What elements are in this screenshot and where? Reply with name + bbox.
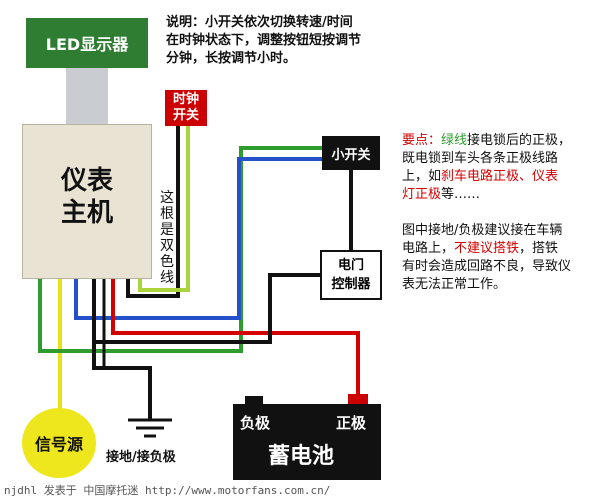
small-switch-label: 小开关 bbox=[331, 147, 371, 163]
ground-advice-red: 不建议搭铁 bbox=[454, 241, 520, 256]
clock-switch: 时钟 开关 bbox=[165, 90, 207, 126]
ground-symbol bbox=[128, 418, 172, 438]
battery-label: 蓄电池 bbox=[268, 444, 335, 469]
ground-label: 接地/接负极 bbox=[106, 450, 176, 465]
blue-wire bbox=[74, 157, 322, 320]
relay-line2: 控制器 bbox=[331, 277, 371, 292]
red-wire bbox=[111, 279, 360, 396]
dual-wire-label: 这根是双色线 bbox=[160, 190, 174, 286]
ignition-controller: 电门 控制器 bbox=[320, 250, 382, 300]
battery bbox=[233, 404, 381, 480]
clock-switch-black-wire bbox=[126, 126, 180, 298]
small-switch: 小开关 bbox=[322, 136, 380, 170]
ground-advice-seg-a: 电路上， bbox=[402, 241, 455, 256]
host-label-line1: 仪表 bbox=[60, 166, 113, 196]
clock-switch-line1: 时钟 bbox=[172, 92, 199, 107]
ground-advice-seg-b: ，搭铁 bbox=[519, 241, 559, 256]
signal-source-label: 信号源 bbox=[34, 435, 83, 454]
key-points-red2: 灯正极 bbox=[402, 187, 442, 202]
relay-to-ground-black bbox=[93, 300, 272, 344]
ground-advice-line4: 表无法正常工作。 bbox=[402, 277, 507, 292]
key-points-note: 要点：绿线接电锁后的正极， 既电锁到车头各条正极线路 上，如刹车电路正极、仪表 … bbox=[402, 132, 602, 204]
instructions-line3: 分钟，长按调节小时。 bbox=[166, 51, 297, 66]
signal-source: 信号源 bbox=[22, 408, 96, 478]
ground-advice-line3: 有时会造成回路不良，导致仪 bbox=[402, 259, 572, 274]
instrument-host-label: 仪表 主机 bbox=[22, 165, 152, 229]
instrument-host-box bbox=[22, 124, 152, 279]
green-wire bbox=[38, 146, 322, 353]
ground-advice-note: 图中接地/负极建议接在车辆 电路上，不建议搭铁，搭铁 有时会造成回路不良，导致仪… bbox=[402, 222, 602, 294]
watermark: njdhl 发表于 中国摩托迷 http://www.motorfans.com… bbox=[4, 484, 331, 497]
display-stem bbox=[66, 68, 108, 124]
black-ground-wire-host bbox=[92, 279, 152, 420]
battery-negative-wire bbox=[94, 359, 254, 396]
battery-positive-terminal bbox=[348, 394, 368, 406]
relay-line1: 电门 bbox=[337, 258, 364, 273]
ground-advice-line1: 图中接地/负极建议接在车辆 bbox=[402, 223, 563, 238]
key-points-seg-b: 上，如 bbox=[402, 169, 442, 184]
host-label-line2: 主机 bbox=[60, 198, 113, 228]
led-display-label: LED显示器 bbox=[45, 35, 129, 54]
battery-negative-label: 负极 bbox=[240, 414, 271, 432]
clock-switch-line2: 开关 bbox=[172, 108, 199, 123]
key-points-red1: 刹车电路正极、仪表 bbox=[441, 169, 559, 184]
led-display: LED显示器 bbox=[26, 18, 148, 68]
key-points-seg-a: 接电锁后的正极， bbox=[467, 133, 572, 148]
clock-switch-dual-wire bbox=[138, 126, 190, 292]
instructions-note: 说明：小开关依次切换转速/时间 在时钟状态下，调整按钮短按调节 分钟，长按调节小… bbox=[166, 14, 416, 68]
battery-negative-terminal bbox=[245, 396, 263, 406]
small-switch-black-wire bbox=[241, 148, 265, 336]
instructions-line2: 在时钟状态下，调整按钮短按调节 bbox=[166, 33, 362, 48]
key-points-seg-c: 等…… bbox=[441, 187, 481, 202]
relay-left-black bbox=[268, 273, 320, 300]
key-points-line2: 既电锁到车头各条正极线路 bbox=[402, 151, 559, 166]
key-points-label: 要点： bbox=[402, 133, 442, 148]
instructions-line1: 说明：小开关依次切换转速/时间 bbox=[166, 15, 353, 30]
key-points-green: 绿线 bbox=[441, 133, 468, 148]
battery-positive-label: 正极 bbox=[336, 414, 367, 432]
